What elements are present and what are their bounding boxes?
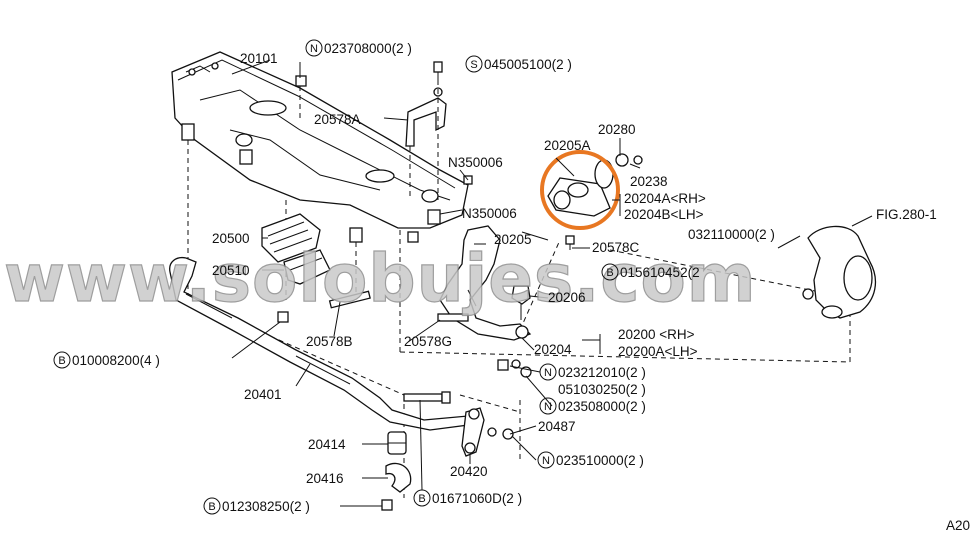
label-N350006-b: N350006 [462, 206, 517, 221]
insulator-20510 [283, 249, 331, 285]
label-20205A: 20205A [544, 138, 591, 153]
callout-b-icon [413, 489, 431, 507]
callout-b-icon [203, 497, 221, 515]
callout-n-icon [539, 363, 557, 381]
highlight-ring [540, 150, 620, 230]
label-20280: 20280 [598, 122, 636, 137]
label-023708000: 023708000(2 ) [324, 41, 412, 56]
label-051030250: 051030250(2 ) [558, 382, 646, 397]
svg-text:B: B [58, 355, 65, 367]
label-20578G: 20578G [404, 334, 452, 349]
label-20101: 20101 [240, 51, 278, 66]
label-20416: 20416 [306, 471, 344, 486]
label-20510: 20510 [212, 263, 250, 278]
callout-n-icon [537, 451, 555, 469]
svg-text:N: N [544, 401, 552, 413]
callout-s-icon [465, 55, 483, 73]
label-20206: 20206 [548, 290, 586, 305]
label-023508000: 023508000(2 ) [558, 399, 646, 414]
label-20200: 20200 <RH> [618, 327, 695, 342]
label-N350006-a: N350006 [448, 155, 503, 170]
svg-text:N: N [542, 455, 550, 467]
engine-mount-20500 [261, 213, 321, 263]
page-reference: A20 [946, 518, 970, 533]
label-20238: 20238 [630, 174, 668, 189]
svg-text:N: N [544, 367, 552, 379]
svg-text:S: S [470, 59, 477, 71]
label-20414: 20414 [308, 437, 346, 452]
label-20420: 20420 [450, 464, 488, 479]
compression-bushing-20204 [547, 153, 643, 250]
label-20200A: 20200A<LH> [618, 344, 698, 359]
callout-b-icon [601, 263, 619, 281]
label-20204: 20204 [534, 342, 572, 357]
svg-text:N: N [310, 43, 318, 55]
svg-text:B: B [418, 493, 425, 505]
label-01671060D: 01671060D(2 ) [432, 491, 522, 506]
label-20578B: 20578B [306, 334, 353, 349]
label-20401: 20401 [244, 387, 282, 402]
bracket-20416 [381, 462, 412, 511]
label-010008200: 010008200(4 ) [72, 353, 160, 368]
callout-n-icon [539, 397, 557, 415]
label-032110000: 032110000(2 ) [688, 227, 775, 242]
label-015610452: 015610452(2 [620, 265, 700, 280]
label-023510000: 023510000(2 ) [556, 453, 644, 468]
label-20205: 20205 [494, 232, 532, 247]
label-20204B: 20204B<LH> [624, 207, 704, 222]
label-045005100: 045005100(2 ) [484, 57, 572, 72]
bushing-20414 [387, 431, 407, 455]
label-20500: 20500 [212, 231, 250, 246]
label-20578A: 20578A [314, 112, 361, 127]
part-labels: 20101 N 023708000(2 ) S 045005100(2 ) 20… [53, 39, 970, 533]
ball-joint-20206 [511, 285, 531, 320]
label-fig-280-1: FIG.280-1 [876, 207, 937, 222]
steering-knuckle [802, 225, 877, 319]
watermark-text: www.solobujes.com [4, 240, 757, 317]
bracket-20578A [405, 80, 447, 200]
callout-n-icon [305, 39, 323, 57]
svg-text:B: B [606, 267, 613, 279]
label-023212010: 023212010(2 ) [558, 365, 646, 380]
subframe-crossmember [171, 51, 469, 243]
label-012308250: 012308250(2 ) [222, 499, 310, 514]
label-20204A: 20204A<RH> [624, 191, 706, 206]
svg-text:B: B [208, 501, 215, 513]
leader-lines [231, 59, 873, 507]
label-20578C: 20578C [592, 240, 640, 255]
callout-b-icon [53, 351, 71, 369]
label-20487: 20487 [538, 419, 576, 434]
stabilizer-bar-20401 [169, 256, 478, 431]
stabilizer-link-20420 [403, 391, 514, 457]
